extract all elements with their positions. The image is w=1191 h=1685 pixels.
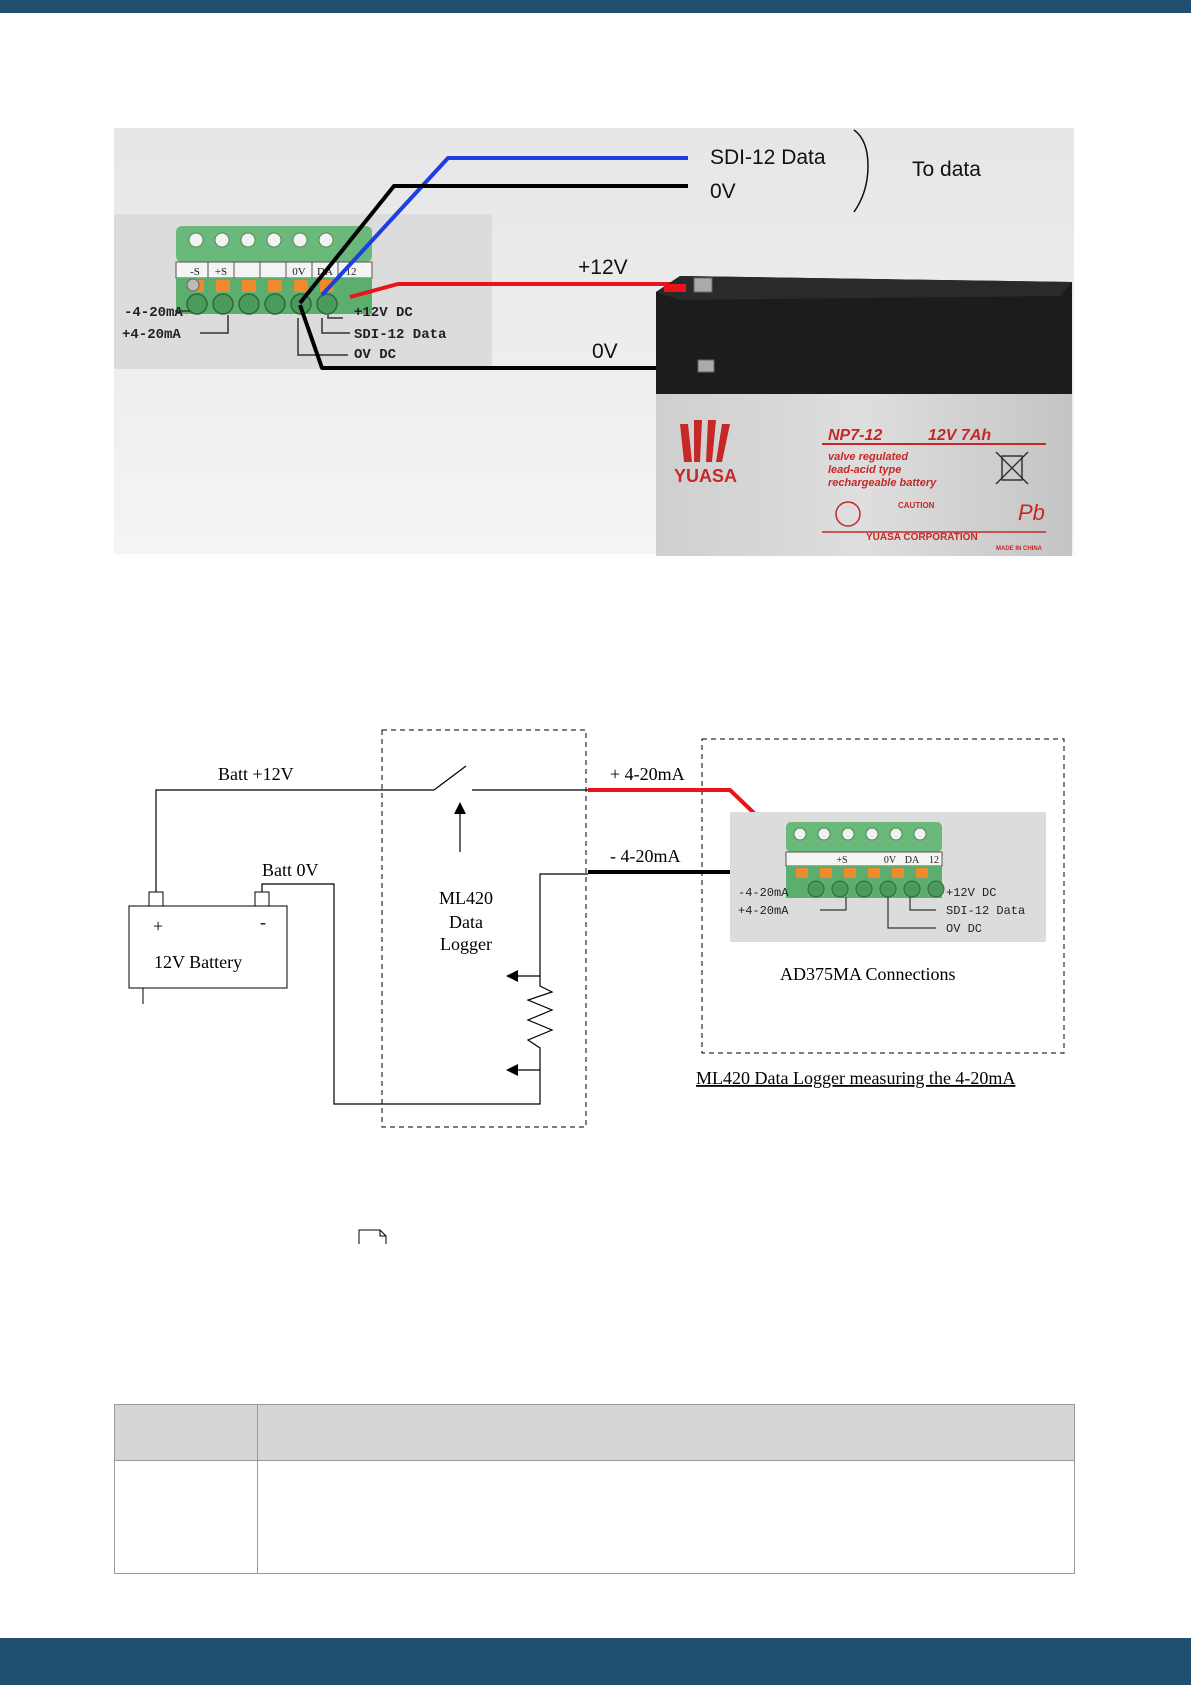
- to-data-label: To data: [912, 158, 981, 181]
- battery-label: 12V Battery: [154, 952, 242, 972]
- battery-symbol: [128, 905, 288, 989]
- bin-icon: [995, 451, 1029, 485]
- ad375ma-connections-label: AD375MA Connections: [780, 964, 956, 984]
- battery-made: MADE IN CHINA: [996, 546, 1043, 552]
- terminal-label-plus-420: +4-20mA: [122, 327, 181, 343]
- wiring-figures: -S +S 0V DA 12: [114, 128, 1074, 1128]
- logger-label-line-1: ML420: [439, 888, 493, 908]
- table-header-row: [115, 1405, 1074, 1461]
- svg-text:OV DC: OV DC: [946, 922, 982, 936]
- svg-text:0V: 0V: [884, 855, 897, 866]
- table-column-divider: [257, 1405, 258, 1573]
- battery-caution: CAUTION: [898, 501, 935, 510]
- svg-text:+S: +S: [836, 855, 847, 866]
- battery-desc-3: rechargeable battery: [828, 477, 937, 489]
- header-bar: [0, 0, 1191, 13]
- svg-text:+4-20mA: +4-20mA: [738, 904, 789, 918]
- batt-0v-label: Batt 0V: [262, 860, 319, 880]
- sensor-dashed-box: [701, 738, 1065, 1054]
- plus-420-label: + 4-20mA: [610, 764, 685, 784]
- schematic-diagram: +S 0V DA 12 -4-20mA +4-20mA +12V DC: [128, 729, 1065, 1128]
- schematic-caption: ML420 Data Logger measuring the 4-20mA: [696, 1068, 1015, 1088]
- footer-bar: [0, 1638, 1191, 1685]
- positive-terminal: [693, 277, 713, 293]
- battery-desc-2: lead-acid type: [828, 464, 901, 476]
- terminal-block-photo: -S +S 0V DA 12: [114, 214, 492, 369]
- terminal-label-0vdc: OV DC: [354, 347, 397, 363]
- svg-text:-4-20mA: -4-20mA: [738, 886, 789, 900]
- battery-brand: YUASA: [674, 466, 737, 486]
- terminal-header-4: 0V: [292, 266, 306, 278]
- terminal-label-minus-420: -4-20mA: [124, 305, 183, 321]
- info-table: [114, 1404, 1075, 1574]
- logger-label-line-2: Data: [449, 912, 483, 932]
- terminal-header-2: +S: [215, 266, 227, 278]
- minus-420-label: - 4-20mA: [610, 846, 681, 866]
- batt-plus-label: Batt +12V: [218, 764, 294, 784]
- ov-battery-label: 0V: [592, 340, 618, 363]
- svg-text:DA: DA: [905, 855, 920, 866]
- terminal-header-1: -S: [190, 266, 200, 278]
- logger-label-line-3: Logger: [440, 934, 492, 954]
- terminal-label-sdi12: SDI-12 Data: [354, 327, 447, 343]
- battery-pb: Pb: [1018, 500, 1045, 525]
- svg-text:12: 12: [929, 855, 939, 866]
- yuasa-battery-photo: YUASA NP7-12 12V 7Ah valve regulated lea…: [656, 276, 1072, 556]
- battery-desc-1: valve regulated: [828, 451, 908, 463]
- terminal-label-12vdc: +12V DC: [354, 305, 413, 321]
- battery-minus-sign: -: [260, 912, 266, 932]
- negative-terminal: [697, 359, 715, 373]
- ground-data-wire: [298, 184, 688, 305]
- sdi12-wire: [320, 156, 688, 297]
- svg-text:SDI-12 Data: SDI-12 Data: [946, 904, 1025, 918]
- battery-model: NP7-12: [828, 427, 882, 444]
- ground-battery-wire: [298, 304, 700, 370]
- photo-wiring-diagram: -S +S 0V DA 12: [114, 128, 1074, 556]
- sensor-terminal-photo: +S 0V DA 12 -4-20mA +4-20mA +12V DC: [730, 812, 1046, 942]
- plus12v-wire: [349, 282, 688, 299]
- sdi12-data-label: SDI-12 Data: [710, 146, 826, 169]
- battery-rating: 12V 7Ah: [928, 427, 991, 444]
- ov-data-label: 0V: [710, 180, 736, 203]
- svg-text:+12V DC: +12V DC: [946, 886, 996, 900]
- brace-icon: [853, 129, 869, 213]
- plus12v-label: +12V: [578, 256, 628, 279]
- battery-corp: YUASA CORPORATION: [866, 532, 978, 543]
- terminal-header-6: 12: [346, 266, 357, 278]
- recycle-icon: [835, 501, 861, 527]
- document-icon: [358, 1229, 387, 1244]
- logger-dashed-box: [381, 729, 587, 1128]
- battery-plus-sign: +: [153, 916, 163, 936]
